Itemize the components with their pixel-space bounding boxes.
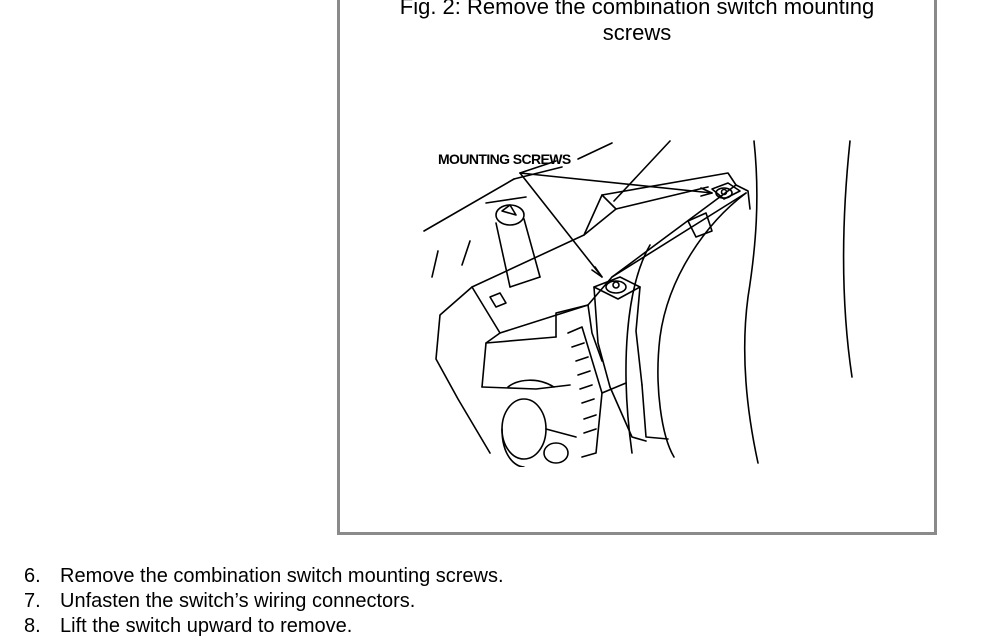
screw-boss-front: [593, 276, 647, 442]
step-text: Lift the switch upward to remove.: [60, 615, 353, 637]
label-tail-line: [577, 142, 613, 160]
connector-block: [567, 326, 627, 458]
figure-caption-line-2: screws: [602, 20, 672, 45]
step-text: Unfasten the switch’s wiring connectors.: [60, 590, 416, 612]
step-number: 7.: [24, 590, 41, 612]
screw-boss-rear: [711, 182, 741, 200]
combination-switch-illustration: MOUNTING SCREWS: [423, 140, 853, 467]
wheel-rim: [743, 140, 853, 464]
step-item: 6. Remove the combination switch mountin…: [24, 564, 504, 589]
lever-stalk: [495, 204, 541, 288]
step-item: 8. Lift the switch upward to remove.: [24, 614, 504, 639]
steering-column: [501, 379, 577, 467]
step-number: 6.: [24, 565, 41, 587]
instruction-steps: 6. Remove the combination switch mountin…: [24, 564, 504, 639]
column-shroud: [625, 192, 747, 458]
figure-caption: Fig. 2: Remove the combination switch mo…: [340, 0, 934, 46]
switch-housing: [435, 172, 751, 454]
callout-arrows: [519, 160, 713, 278]
figure-frame: Fig. 2: Remove the combination switch mo…: [337, 0, 937, 535]
mounting-screws-label: MOUNTING SCREWS: [438, 151, 571, 167]
step-item: 7. Unfasten the switch’s wiring connecto…: [24, 589, 504, 614]
step-text: Remove the combination switch mounting s…: [60, 565, 504, 587]
figure-caption-line-1: Fig. 2: Remove the combination switch mo…: [399, 0, 875, 19]
step-number: 8.: [24, 615, 41, 637]
